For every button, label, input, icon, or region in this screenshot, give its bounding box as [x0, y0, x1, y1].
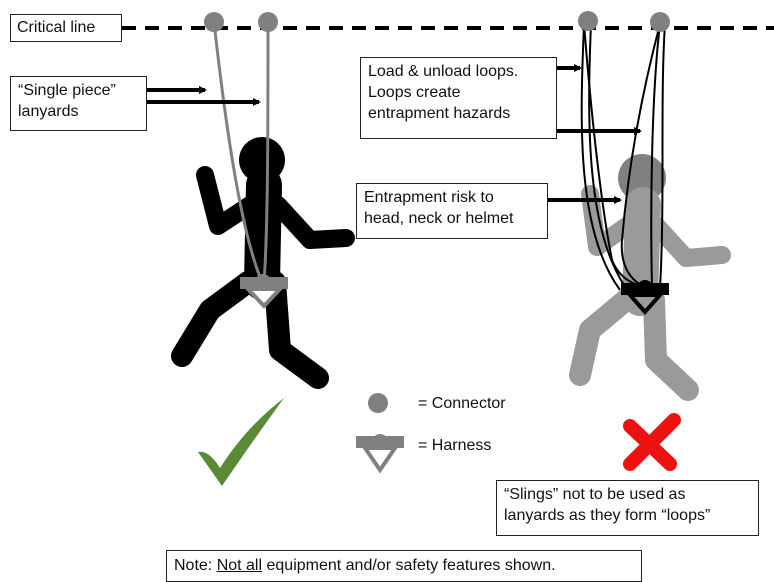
slings-warning-label: “Slings” not to be used as lanyards as t…: [496, 480, 759, 536]
cross-icon: [623, 413, 681, 471]
harness-left: [240, 274, 288, 309]
connector-left-2: [258, 12, 278, 32]
note-box: Note: Not all equipment and/or safety fe…: [166, 550, 642, 582]
note-prefix: Note:: [174, 557, 217, 574]
critical-line-text: Critical line: [17, 19, 96, 36]
lanyard-left-2: [262, 21, 270, 283]
critical-line-label: Critical line: [10, 14, 122, 42]
figure-correct: [171, 137, 355, 389]
legend-harness-label: = Harness: [418, 437, 492, 454]
legend-connector-label: = Connector: [418, 395, 506, 412]
slings-line-2: lanyards as they form “loops”: [504, 507, 711, 524]
load-loops-line-2: Loops create: [368, 84, 461, 101]
note-underlined: Not all: [216, 557, 263, 574]
connector-right-1: [578, 11, 598, 31]
entrapment-line-1: Entrapment risk to: [364, 189, 494, 206]
legend-harness-icon: [356, 434, 404, 474]
harness-right: [621, 280, 669, 316]
lanyard-left-1: [212, 21, 264, 283]
entrapment-line-2: head, neck or helmet: [364, 210, 514, 227]
sling-loops: [580, 23, 666, 291]
connector-right-2: [650, 12, 670, 32]
legend-connector-icon: [368, 393, 388, 413]
slings-line-1: “Slings” not to be used as: [504, 486, 686, 503]
check-icon: [198, 398, 284, 486]
entrapment-risk-label: Entrapment risk to head, neck or helmet: [356, 183, 548, 239]
load-loops-line-1: Load & unload loops.: [368, 63, 519, 80]
single-piece-line-1: “Single piece”: [18, 82, 116, 99]
load-loops-line-3: entrapment hazards: [368, 105, 511, 122]
single-piece-line-2: lanyards: [18, 103, 79, 120]
single-piece-lanyards-label: “Single piece” lanyards: [10, 76, 147, 131]
connector-left-1: [204, 12, 224, 32]
load-unload-loops-label: Load & unload loops. Loops create entrap…: [360, 57, 557, 139]
note-suffix: equipment and/or safety features shown.: [262, 557, 556, 574]
